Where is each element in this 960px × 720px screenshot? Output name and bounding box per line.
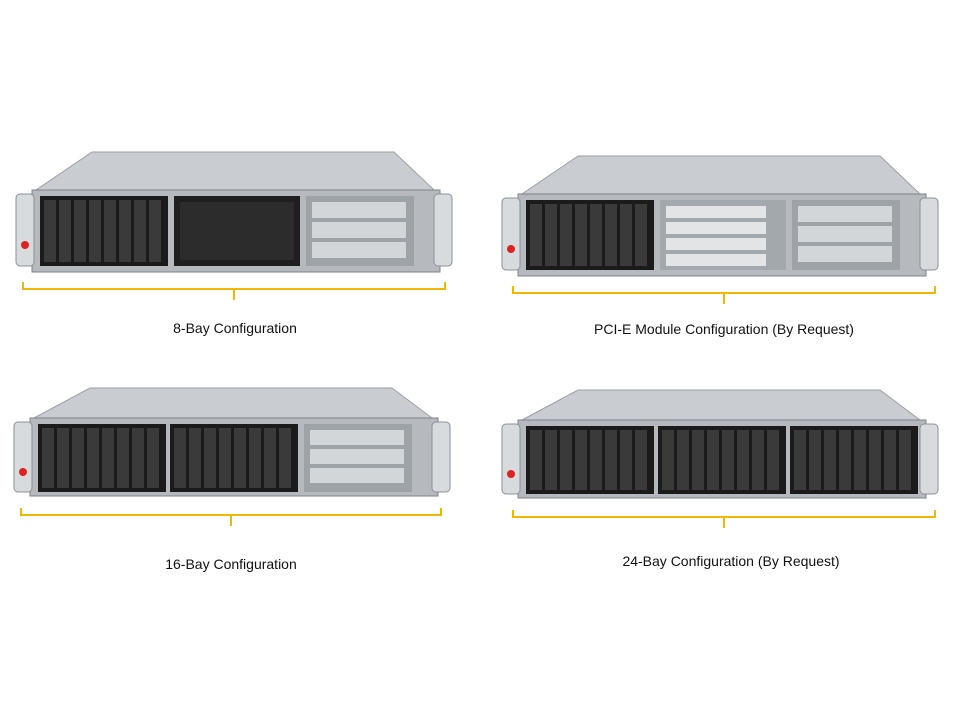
drive-bay-module-1: [38, 424, 166, 492]
server-chassis-image: [501, 155, 939, 277]
server-chassis-image: [501, 389, 939, 499]
pcie-riser-module: [792, 200, 900, 270]
server-chassis-image: [13, 387, 451, 497]
server-chassis-image: [15, 151, 453, 273]
bracket: [512, 510, 936, 518]
bracket: [22, 282, 446, 290]
bracket: [20, 508, 442, 516]
pcie-riser-module: [304, 424, 412, 492]
bracket: [512, 286, 936, 294]
drive-bay-module-2: [170, 424, 298, 492]
bracket-stem: [723, 518, 725, 528]
bracket-stem: [230, 516, 232, 526]
bracket-stem: [723, 294, 725, 304]
caption: 8-Bay Configuration: [173, 320, 297, 336]
caption: 24-Bay Configuration (By Request): [622, 553, 840, 569]
power-button-icon: [507, 470, 515, 478]
drive-bay-module-1: [526, 426, 654, 494]
power-button-icon: [21, 241, 29, 249]
caption: 16-Bay Configuration: [165, 556, 297, 572]
drive-bay-module-2: [658, 426, 786, 494]
caption: PCI-E Module Configuration (By Request): [594, 321, 854, 337]
pcie-riser-module: [306, 196, 414, 266]
pcie-vented-module: [660, 200, 786, 270]
power-button-icon: [507, 245, 515, 253]
drive-bay-module-1: [40, 196, 168, 266]
mesh-module: [174, 196, 300, 266]
power-button-icon: [19, 468, 27, 476]
bracket-stem: [233, 290, 235, 300]
drive-bay-module-3: [790, 426, 918, 494]
drive-bay-module-1: [526, 200, 654, 270]
